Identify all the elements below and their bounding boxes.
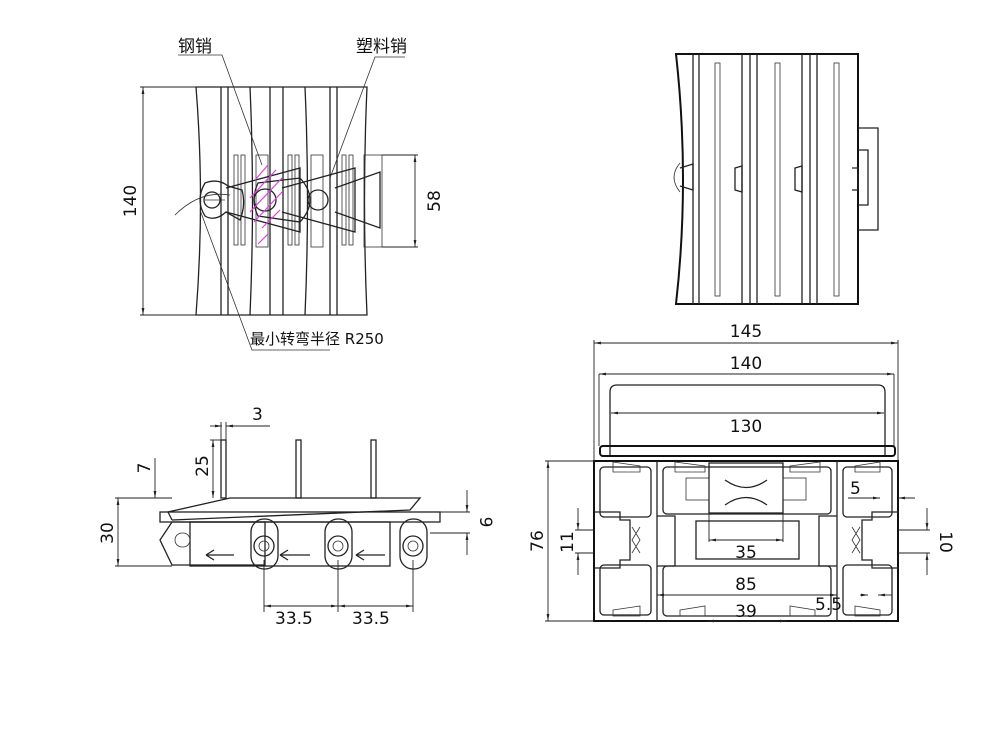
dim-7-label: 7 xyxy=(135,463,155,474)
dim-140-label: 140 xyxy=(121,185,141,217)
dim-30-label: 30 xyxy=(98,522,118,544)
dim-35-label: 35 xyxy=(735,543,757,563)
dim-39-label: 39 xyxy=(735,602,757,622)
dim-140-vertical: 140 xyxy=(121,86,196,316)
dim-5-5-label: 5.5 xyxy=(815,595,842,615)
section-view: 145 140 130 76 11 10 5 35 85 39 xyxy=(528,322,955,623)
top-right-view xyxy=(673,53,879,305)
dim-58-label: 58 xyxy=(425,190,445,212)
dim-10-label: 10 xyxy=(935,531,955,553)
dim-145-label: 145 xyxy=(730,322,762,342)
chain-plates-plan xyxy=(174,86,383,316)
dim-3-label: 3 xyxy=(252,405,263,425)
dim-85-label: 85 xyxy=(735,575,757,595)
chain-links-side xyxy=(159,439,441,570)
top-view: 140 58 钢销 塑料销 最小转弯半径 R250 xyxy=(121,37,445,351)
side-view: 3 25 7 30 9 33.5 33.5 xyxy=(98,405,495,629)
dim-11-label: 11 xyxy=(558,531,578,553)
label-plastic-pin: 塑料销 xyxy=(356,37,407,57)
dim-76-label: 76 xyxy=(528,530,548,552)
dim-pitch-1-label: 33.5 xyxy=(275,609,313,629)
dim-130-label: 130 xyxy=(730,417,762,437)
dim-25-label: 25 xyxy=(193,455,213,477)
label-steel-pin: 钢销 xyxy=(178,37,212,57)
dim-pitch-2-label: 33.5 xyxy=(352,609,390,629)
steel-pin-hatch xyxy=(249,164,283,245)
label-min-turn-radius: 最小转弯半径 R250 xyxy=(250,330,384,348)
dim-140-section-label: 140 xyxy=(730,354,762,374)
dim-5-label: 5 xyxy=(850,479,861,499)
dim-58-vertical: 58 xyxy=(382,154,445,248)
dim-9-label: 9 xyxy=(475,517,495,528)
